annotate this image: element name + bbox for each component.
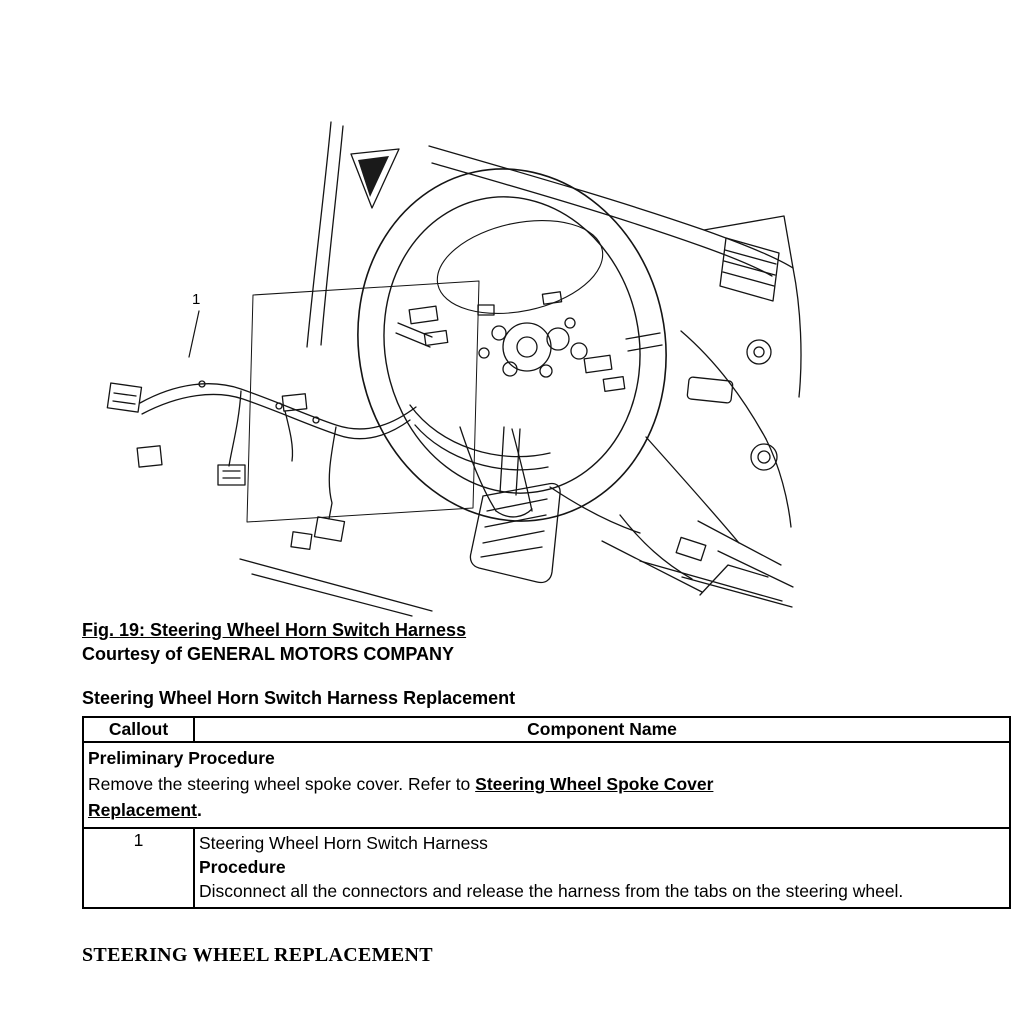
callout-cell: 1 (82, 827, 195, 909)
preliminary-body: Remove the steering wheel spoke cover. R… (88, 771, 818, 823)
preliminary-title: Preliminary Procedure (88, 748, 275, 768)
preliminary-row: Preliminary Procedure Remove the steerin… (82, 741, 1011, 829)
procedure-label: Procedure (199, 857, 286, 877)
figure-svg (106, 121, 802, 617)
figure-caption-courtesy: Courtesy of GENERAL MOTORS COMPANY (82, 644, 455, 664)
figure-illustration: 1 (80, 95, 820, 617)
preliminary-text: Remove the steering wheel spoke cover. R… (88, 774, 476, 794)
harness-row: 1 Steering Wheel Horn Switch Harness Pro… (82, 827, 1011, 909)
steering-wheel-drawing (246, 168, 667, 523)
pedal-drawing (239, 426, 793, 617)
column-header-callout: Callout (82, 716, 195, 743)
figure-callout-number: 1 (192, 291, 201, 308)
preliminary-suffix: . (196, 800, 202, 820)
column-header-component: Component Name (193, 716, 1011, 743)
procedure-text: Disconnect all the connectors and releas… (199, 881, 904, 901)
component-cell: Steering Wheel Horn Switch Harness Proce… (193, 827, 1011, 909)
figure-caption: Fig. 19: Steering Wheel Horn Switch Harn… (82, 618, 466, 666)
table-header-row: Callout Component Name (82, 716, 1011, 743)
component-name: Steering Wheel Horn Switch Harness (199, 833, 488, 853)
callout-leader-line (188, 310, 200, 358)
preliminary-cell: Preliminary Procedure Remove the steerin… (82, 741, 1011, 829)
section-heading: Steering Wheel Horn Switch Harness Repla… (82, 688, 516, 708)
steering-wheel-replacement-heading: STEERING WHEEL REPLACEMENT (82, 944, 433, 966)
spoke-cover-replacement-link[interactable]: Steering Wheel Spoke Cover Replacement (88, 774, 714, 820)
harness-drawing (106, 310, 417, 550)
component-table: Callout Component Name Preliminary Proce… (82, 716, 1011, 909)
dashboard-drawing (306, 121, 802, 596)
figure-caption-title: Fig. 19: Steering Wheel Horn Switch Harn… (82, 620, 467, 640)
